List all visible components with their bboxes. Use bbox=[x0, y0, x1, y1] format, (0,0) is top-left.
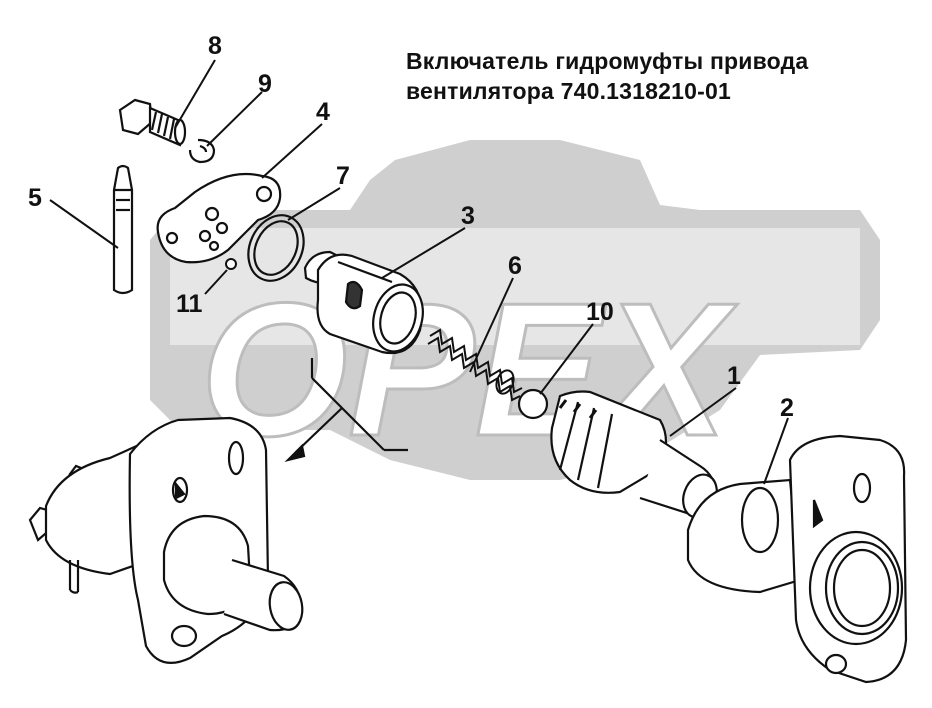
leader-4 bbox=[261, 123, 323, 179]
part-1-valve-body bbox=[550, 390, 718, 519]
callout-10: 10 bbox=[586, 298, 614, 326]
part-4-flange-plate bbox=[156, 172, 282, 264]
part-2-housing-right bbox=[686, 434, 908, 684]
drawing-title: Включатель гидромуфты привода вентилятор… bbox=[406, 46, 808, 106]
part-5-pin bbox=[112, 164, 134, 295]
leader-2 bbox=[763, 417, 789, 485]
leader-11 bbox=[204, 269, 228, 295]
callout-6: 6 bbox=[508, 252, 522, 280]
leader-3 bbox=[381, 227, 466, 279]
part-3-sleeve bbox=[303, 250, 424, 355]
part-6-spring bbox=[427, 328, 523, 402]
part-8-bolt bbox=[118, 98, 187, 147]
part-10-ball bbox=[517, 388, 549, 420]
leader-10 bbox=[539, 323, 594, 395]
callout-1: 1 bbox=[727, 362, 741, 390]
callout-2: 2 bbox=[780, 394, 794, 422]
part-7-o-ring bbox=[247, 214, 305, 282]
callout-5: 5 bbox=[28, 184, 42, 212]
callout-7: 7 bbox=[336, 162, 350, 190]
callout-9: 9 bbox=[258, 70, 272, 98]
leader-8 bbox=[174, 59, 216, 129]
title-line-2: вентилятора 740.1318210-01 bbox=[406, 78, 731, 104]
leader-lines bbox=[49, 59, 789, 485]
leader-7 bbox=[287, 187, 341, 221]
part-9-washer bbox=[188, 138, 216, 164]
title-line-1: Включатель гидромуфты привода bbox=[406, 48, 809, 74]
assembly-arrow bbox=[284, 358, 408, 463]
callout-11: 11 bbox=[176, 290, 203, 318]
leader-6 bbox=[469, 277, 514, 373]
housing-left bbox=[28, 416, 304, 664]
leader-5 bbox=[49, 199, 119, 249]
callout-3: 3 bbox=[461, 202, 475, 230]
callout-8: 8 bbox=[208, 32, 222, 60]
callout-4: 4 bbox=[316, 98, 330, 126]
leader-9 bbox=[206, 91, 263, 147]
part-11-small-ball bbox=[225, 258, 237, 270]
leader-1 bbox=[669, 387, 737, 437]
